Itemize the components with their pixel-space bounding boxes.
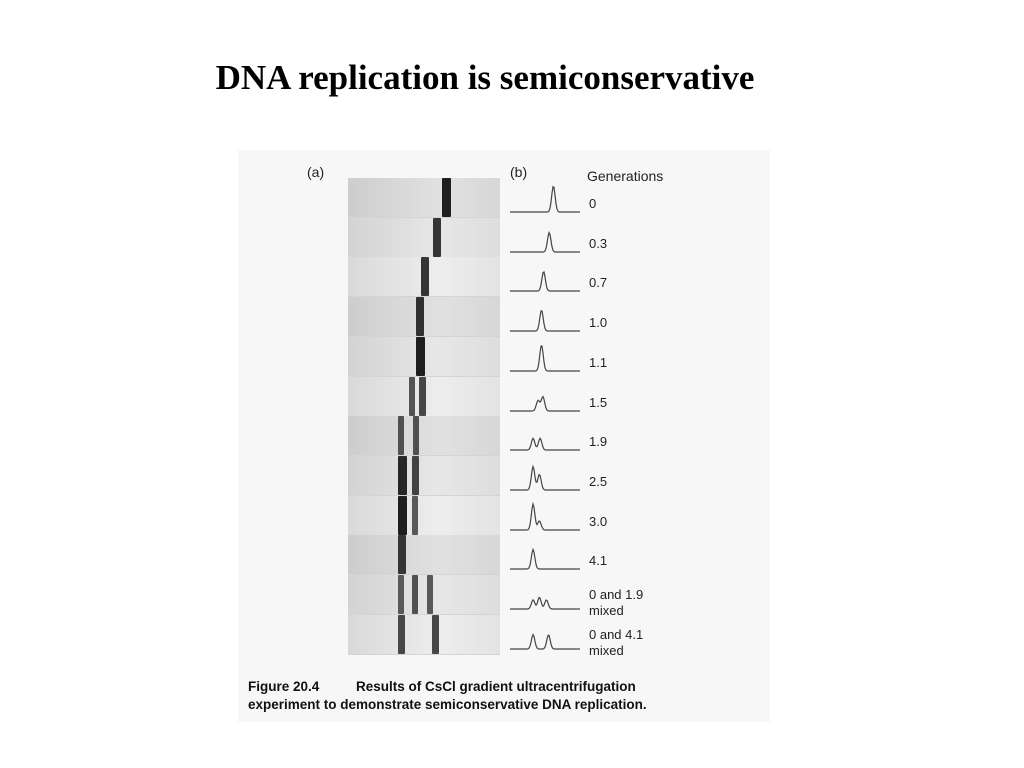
generation-label-line: 1.1: [589, 355, 608, 370]
panel-b-label: (b): [510, 164, 528, 180]
generation-label: 0.3: [589, 236, 607, 252]
profile-trace: [510, 185, 580, 213]
gel-band: [412, 456, 419, 495]
gel-lane: [348, 178, 500, 218]
gel-band: [409, 377, 415, 416]
profile-trace: [510, 547, 580, 570]
generation-label-line: 4.1: [589, 553, 608, 568]
gel-lane: [348, 456, 500, 496]
caption-figure-number: Figure 20.4: [248, 679, 320, 694]
gel-band: [398, 416, 404, 455]
gel-band: [412, 496, 418, 535]
gel-lane: [348, 218, 500, 258]
gel-band: [416, 297, 424, 336]
generation-label: 0: [589, 196, 596, 212]
profile-trace: [510, 271, 580, 292]
generation-label: 1.5: [589, 395, 607, 411]
figure-20-4: (a) (b) Generations 0 0.3 0.7 1.0 1.1 1.5 1.9 2…: [238, 150, 770, 722]
gel-lane: [348, 535, 500, 575]
profile-trace: [510, 501, 580, 531]
generations-header: Generations: [587, 168, 664, 184]
gel-band: [412, 575, 418, 614]
gel-lane: [348, 496, 500, 536]
generation-label: 1.0: [589, 315, 607, 331]
gel-lane: [348, 337, 500, 377]
caption-line-1: Results of CsCl gradient ultracentrifuga…: [356, 679, 636, 694]
profile-trace: [510, 633, 580, 650]
generation-label-line: mixed: [589, 603, 624, 618]
generation-label-line: mixed: [589, 643, 624, 658]
gel-image-column: [348, 178, 500, 655]
generation-label-line: 1.9: [589, 434, 608, 449]
generation-label-line: 0 and 1.9: [589, 587, 644, 602]
profile-trace: [510, 230, 580, 253]
generation-label: 4.1: [589, 553, 607, 569]
gel-band: [442, 178, 451, 217]
generation-label: 0.7: [589, 275, 607, 291]
slide-title: DNA replication is semiconservative: [215, 58, 755, 97]
gel-lane: [348, 615, 500, 655]
generation-label-line: 0.7: [589, 275, 608, 290]
gel-band: [421, 257, 429, 296]
gel-band: [398, 575, 404, 614]
generation-label-line: 0.3: [589, 236, 608, 251]
gel-band: [419, 377, 426, 416]
gel-band: [398, 456, 407, 495]
gel-band: [416, 337, 425, 376]
profile-trace: [510, 596, 580, 610]
generation-label-line: 0: [589, 196, 597, 211]
gel-band: [413, 416, 419, 455]
generation-label-line: 3.0: [589, 514, 608, 529]
profile-trace: [510, 464, 580, 491]
gel-band: [398, 535, 406, 574]
gel-band: [398, 496, 407, 535]
figure-caption: Figure 20.4 Results of CsCl gradient ultr…: [248, 678, 768, 714]
profile-trace: [510, 437, 580, 451]
profile-trace: [510, 345, 580, 372]
generation-label-line: 1.5: [589, 395, 608, 410]
panel-a-label: (a): [307, 164, 325, 180]
generation-label: 1.9: [589, 434, 607, 450]
density-profile-traces: [510, 185, 580, 650]
generation-label: 2.5: [589, 474, 607, 490]
gel-lane: [348, 297, 500, 337]
gel-band: [427, 575, 433, 614]
generation-label: 3.0: [589, 514, 607, 530]
profile-trace: [510, 395, 580, 412]
gel-lane: [348, 575, 500, 615]
gel-band: [433, 218, 441, 257]
generation-label-line: 1.0: [589, 315, 608, 330]
generation-label: 1.1: [589, 355, 607, 371]
gel-band: [432, 615, 439, 654]
gel-lane: [348, 257, 500, 297]
generation-label-line: 0 and 4.1: [589, 627, 644, 642]
generation-label-line: 2.5: [589, 474, 608, 489]
gel-band: [398, 615, 405, 654]
caption-line-2: experiment to demonstrate semiconservati…: [248, 697, 647, 712]
profile-trace: [510, 310, 580, 332]
gel-lane: [348, 416, 500, 456]
